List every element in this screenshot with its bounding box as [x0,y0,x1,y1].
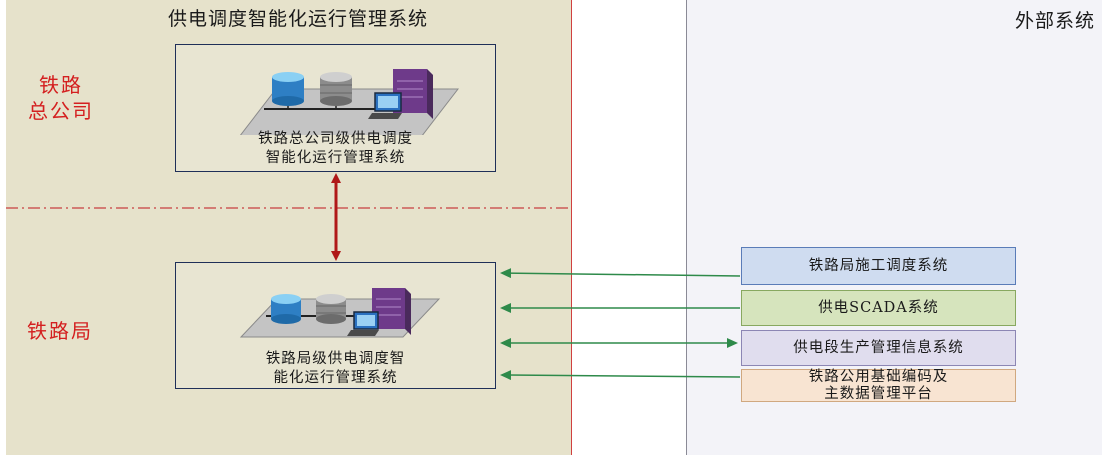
database-icon [271,294,301,324]
storage-disk-icon [316,294,346,324]
system-box-bureau: 铁路局级供电调度智 能化运行管理系统 [175,262,496,389]
external-system-master-data-line2: 主数据管理平台 [824,385,933,402]
link-arrow-construction-dispatch [500,268,741,279]
external-system-master-data-platform: 铁路公用基础编码及 主数据管理平台 [741,369,1016,402]
internal-panel-title: 供电调度智能化运行管理系统 [168,8,429,30]
external-panel-title: 外部系统 [1014,10,1095,32]
server-cluster-icon [239,288,441,338]
system-caption-hq-line1: 铁路总公司级供电调度 [258,131,413,147]
level-label-bureau: 铁路局 [27,319,93,343]
external-system-master-data-line1: 铁路公用基础编码及 [808,368,949,385]
level-label-hq-line2: 总公司 [28,99,94,123]
system-caption-hq: 铁路总公司级供电调度 智能化运行管理系统 [176,130,495,168]
server-cluster-icon [239,69,460,135]
system-caption-hq-line2: 智能化运行管理系统 [265,150,406,166]
external-system-power-scada: 供电SCADA系统 [741,290,1016,326]
system-box-hq: 铁路总公司级供电调度 智能化运行管理系统 [175,44,496,172]
system-caption-bureau: 铁路局级供电调度智 能化运行管理系统 [176,350,495,388]
level-label-hq: 铁路 总公司 [26,72,96,124]
link-arrow-master-data-platform [500,370,741,381]
system-caption-bureau-line2: 能化运行管理系统 [273,370,398,386]
storage-disk-icon [320,72,352,106]
external-system-construction-dispatch: 铁路局施工调度系统 [741,247,1016,285]
workstation-icon [368,92,402,119]
workstation-icon [347,311,379,336]
system-caption-bureau-line1: 铁路局级供电调度智 [265,351,406,367]
level-label-hq-line1: 铁路 [39,73,83,97]
database-icon [272,72,304,106]
server-tower-icon [372,288,411,335]
external-system-power-section-mis: 供电段生产管理信息系统 [741,330,1016,366]
